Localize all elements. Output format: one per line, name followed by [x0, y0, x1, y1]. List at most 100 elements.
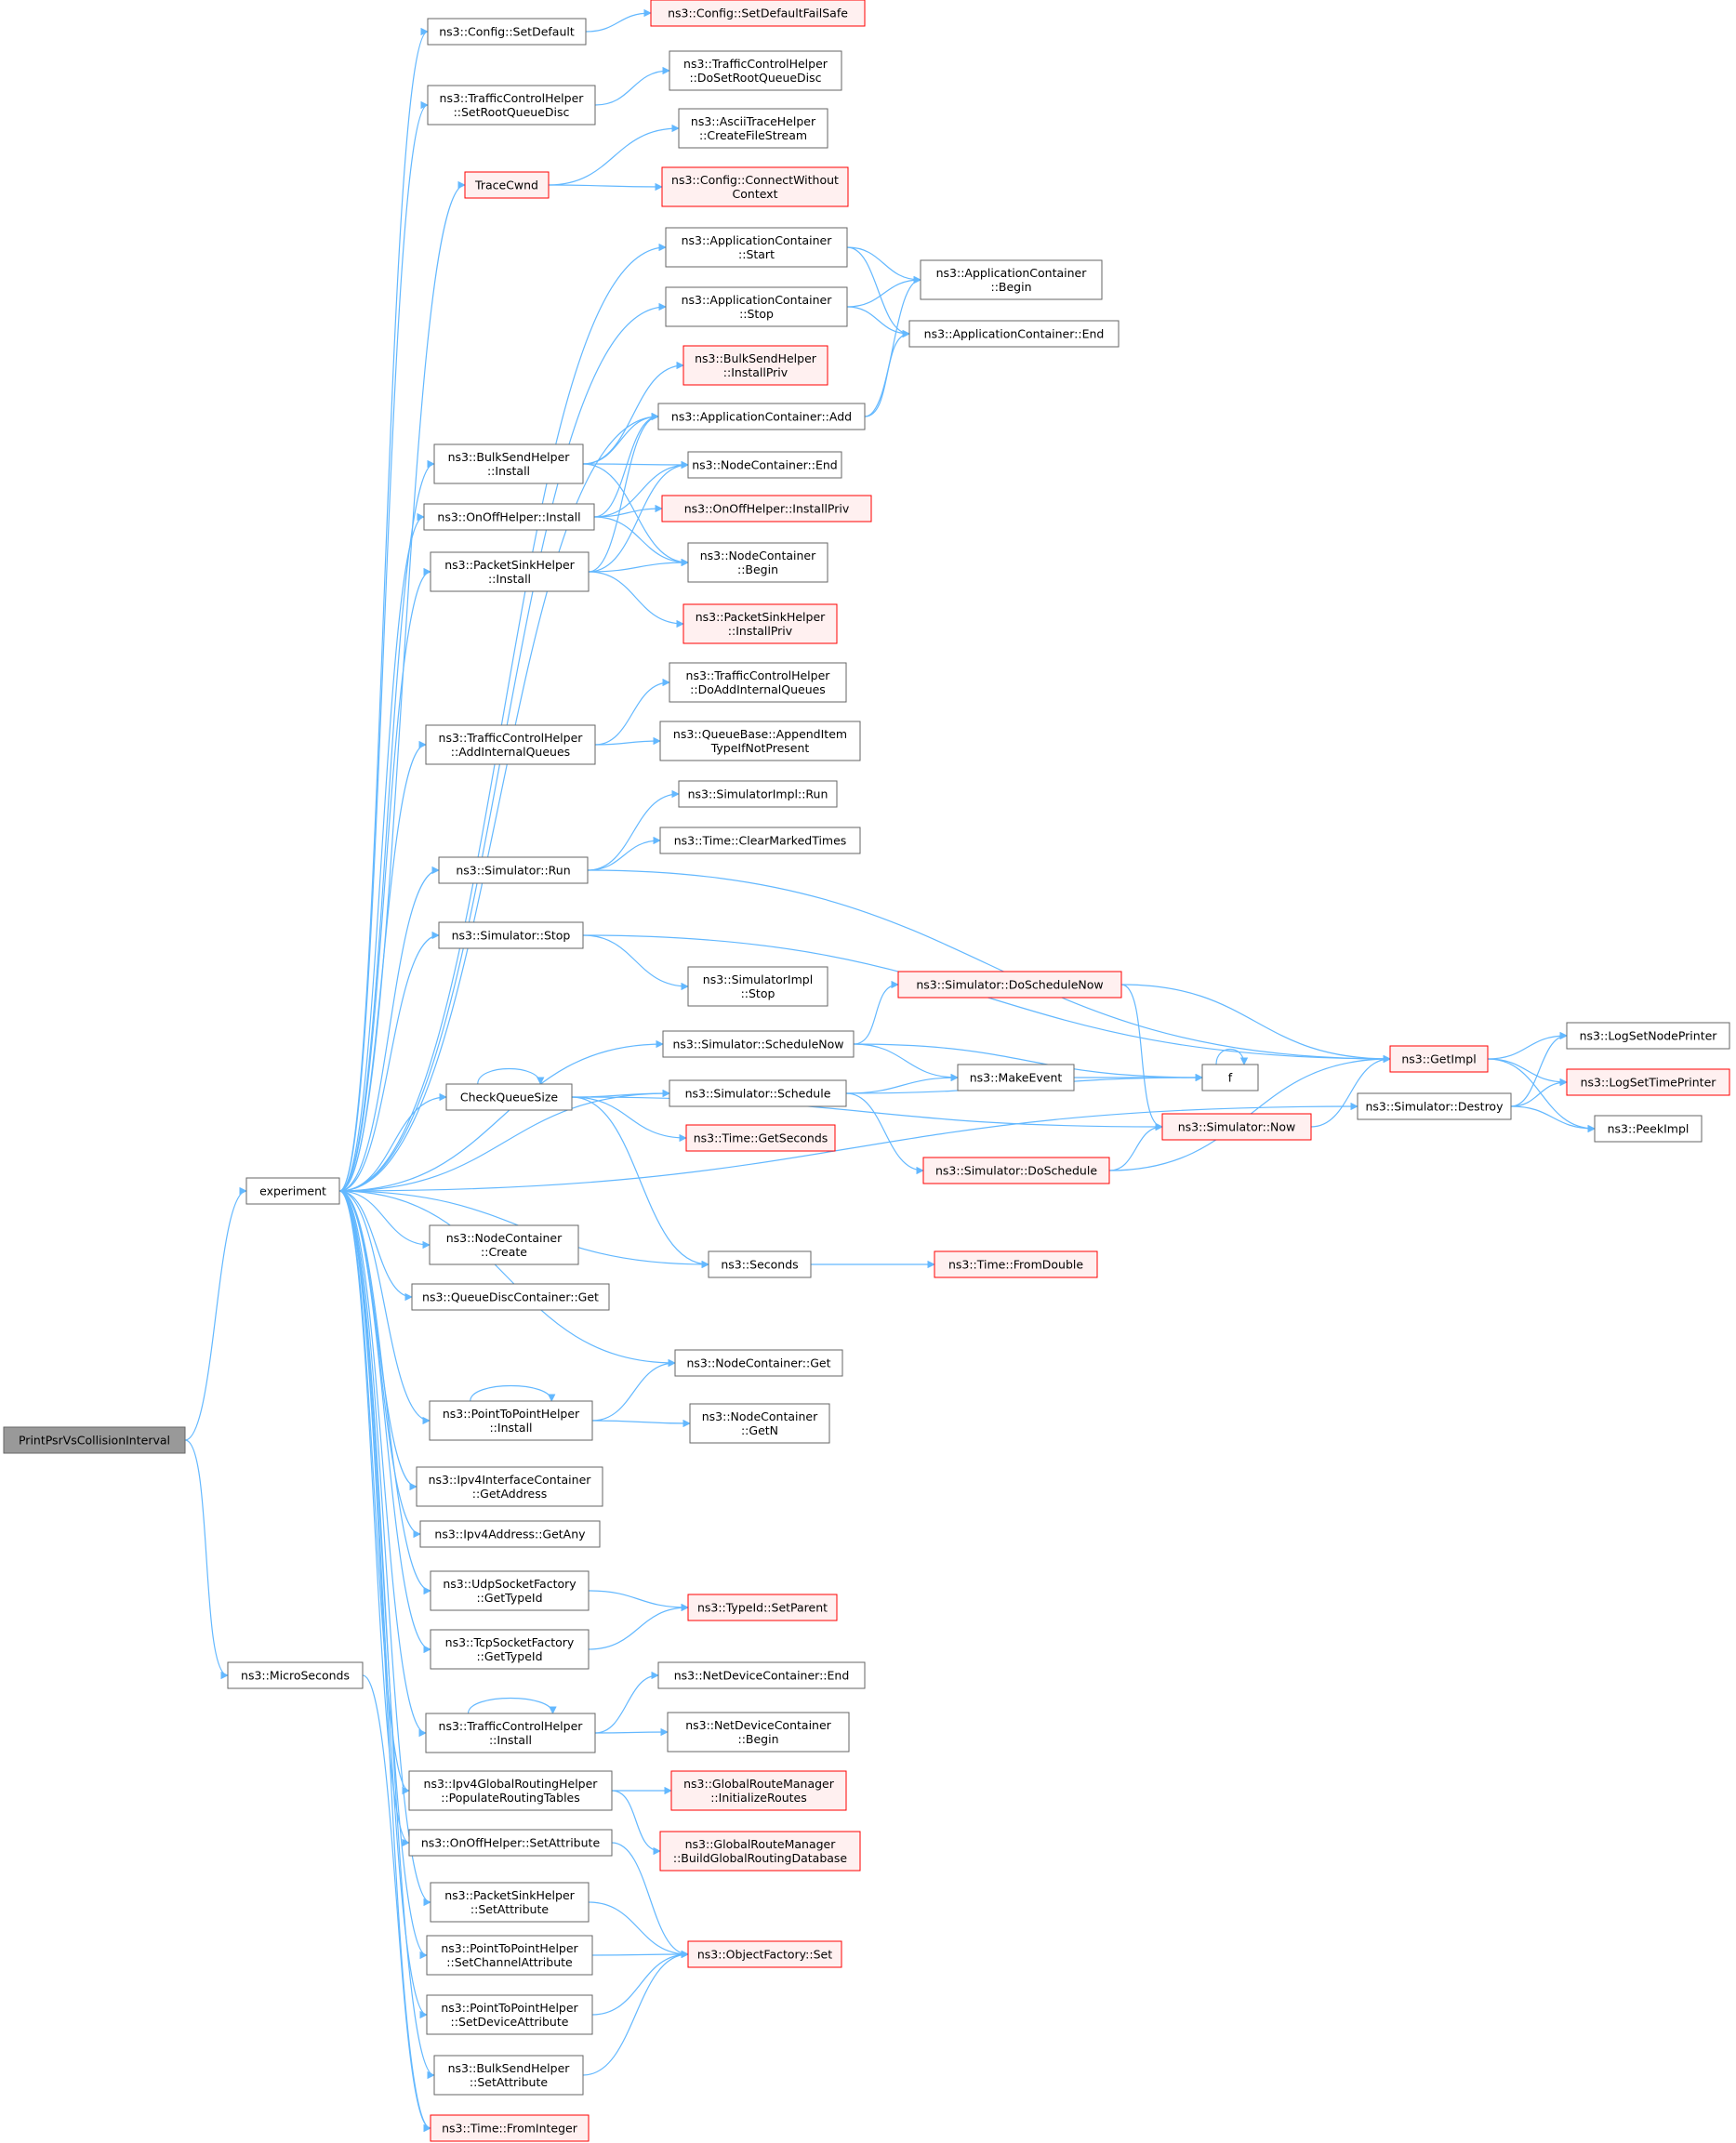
node-sim-doschednow[interactable]: ns3::Simulator::DoScheduleNow: [897, 971, 1122, 999]
node-nc-end[interactable]: ns3::NodeContainer::End: [687, 451, 842, 479]
node-label: ns3::LogSetTimePrinter: [1581, 1076, 1717, 1090]
node-tracecwnd[interactable]: TraceCwnd: [464, 171, 550, 199]
node-ac-end[interactable]: ns3::ApplicationContainer::End: [908, 320, 1120, 348]
node-nc-get[interactable]: ns3::NodeContainer::Get: [674, 1349, 843, 1377]
node-tch-setrootqd[interactable]: ns3::TrafficControlHelper::SetRootQueueD…: [427, 85, 596, 126]
node-grm-initroutes[interactable]: ns3::GlobalRouteManager::InitializeRoute…: [670, 1770, 847, 1811]
node-ac-add[interactable]: ns3::ApplicationContainer::Add: [657, 403, 866, 430]
edge-experiment-to-nc_create: [338, 1190, 431, 1250]
edge-cfg_setdefault-to-cfg_setdefaultfailsafe: [585, 8, 652, 33]
node-nc-begin[interactable]: ns3::NodeContainer::Begin: [687, 542, 828, 583]
node-box: [662, 1030, 855, 1058]
node-logsettimeprinter[interactable]: ns3::LogSetTimePrinter: [1566, 1068, 1730, 1096]
node-qdc-get[interactable]: ns3::QueueDiscContainer::Get: [411, 1283, 610, 1311]
node-sim-destroy[interactable]: ns3::Simulator::Destroy: [1357, 1092, 1512, 1120]
node-nc-create[interactable]: ns3::NodeContainer::Create: [429, 1224, 579, 1265]
node-ac-start[interactable]: ns3::ApplicationContainer::Start: [665, 227, 848, 268]
node-cfg-setdefaultfailsafe[interactable]: ns3::Config::SetDefaultFailSafe: [650, 0, 866, 27]
node-tch-install[interactable]: ns3::TrafficControlHelper::Install: [425, 1713, 596, 1753]
node-ascii-cfs[interactable]: ns3::AsciiTraceHelper::CreateFileStream: [678, 108, 828, 149]
node-tch-doaddiq[interactable]: ns3::TrafficControlHelper::DoAddInternal…: [669, 662, 847, 703]
node-ndc-end[interactable]: ns3::NetDeviceContainer::End: [657, 1661, 866, 1689]
node-label: ns3::TcpSocketFactory: [445, 1635, 575, 1649]
node-label: ns3::PacketSinkHelper: [444, 1888, 575, 1902]
node-qb-append[interactable]: ns3::QueueBase::AppendItemTypeIfNotPrese…: [659, 721, 861, 761]
node-nc-getn[interactable]: ns3::NodeContainer::GetN: [689, 1403, 830, 1444]
node-experiment[interactable]: experiment: [245, 1177, 340, 1205]
node-psh-installpriv[interactable]: ns3::PacketSinkHelper::InstallPriv: [682, 603, 838, 644]
node-tch-addiq[interactable]: ns3::TrafficControlHelper::AddInternalQu…: [425, 724, 596, 765]
node-time-getseconds[interactable]: ns3::Time::GetSeconds: [685, 1124, 836, 1152]
node-ipv4ic-getaddr[interactable]: ns3::Ipv4InterfaceContainer::GetAddress: [416, 1466, 603, 1507]
node-box: [908, 320, 1120, 348]
node-getimpl[interactable]: ns3::GetImpl: [1389, 1045, 1489, 1073]
node-ac-begin[interactable]: ns3::ApplicationContainer::Begin: [920, 259, 1103, 300]
node-label: ns3::Ipv4GlobalRoutingHelper: [424, 1777, 599, 1791]
node-simimpl-run[interactable]: ns3::SimulatorImpl::Run: [678, 780, 838, 808]
edge-experiment-to-time_fromint: [338, 1190, 431, 2133]
node-time-fromdouble[interactable]: ns3::Time::FromDouble: [934, 1250, 1098, 1278]
node-box: [425, 1713, 596, 1753]
node-sim-stop[interactable]: ns3::Simulator::Stop: [438, 921, 584, 949]
node-bsh-install[interactable]: ns3::BulkSendHelper::Install: [433, 443, 584, 484]
node-logsetnodeprinter[interactable]: ns3::LogSetNodePrinter: [1566, 1022, 1730, 1050]
node-box: [427, 85, 596, 126]
edge-sim_run-to-time_clear: [587, 836, 661, 871]
node-box: [445, 1083, 573, 1111]
node-time-fromint[interactable]: ns3::Time::FromInteger: [430, 2114, 590, 2142]
node-simimpl-stop[interactable]: ns3::SimulatorImpl::Stop: [687, 966, 828, 1007]
node-tch-dosetrootqd[interactable]: ns3::TrafficControlHelper::DoSetRootQueu…: [669, 50, 842, 91]
node-f[interactable]: f: [1201, 1064, 1259, 1091]
node-psh-install[interactable]: ns3::PacketSinkHelper::Install: [430, 551, 590, 592]
node-p2p-setchattr[interactable]: ns3::PointToPointHelper::SetChannelAttri…: [426, 1935, 593, 1976]
node-sim-schedule[interactable]: ns3::Simulator::Schedule: [669, 1079, 847, 1107]
node-ooh-setattr[interactable]: ns3::OnOffHelper::SetAttribute: [408, 1829, 613, 1857]
node-seconds[interactable]: ns3::Seconds: [708, 1250, 812, 1278]
node-p2p-setdevattr[interactable]: ns3::PointToPointHelper::SetDeviceAttrib…: [426, 1994, 593, 2035]
edge-experiment-to-psh_install: [338, 567, 431, 1192]
node-of-set[interactable]: ns3::ObjectFactory::Set: [687, 1940, 842, 1968]
node-label: ns3::TrafficControlHelper: [439, 1719, 584, 1733]
node-ndc-begin[interactable]: ns3::NetDeviceContainer::Begin: [667, 1712, 850, 1753]
node-checkqueuesize[interactable]: CheckQueueSize: [445, 1083, 573, 1111]
node-typeid-setparent[interactable]: ns3::TypeId::SetParent: [687, 1594, 838, 1621]
node-sim-schednow[interactable]: ns3::Simulator::ScheduleNow: [662, 1030, 855, 1058]
node-udpsf-gettypeid[interactable]: ns3::UdpSocketFactory::GetTypeId: [430, 1570, 590, 1611]
node-ipv4grh-prt[interactable]: ns3::Ipv4GlobalRoutingHelper::PopulateRo…: [408, 1770, 613, 1811]
node-root[interactable]: PrintPsrVsCollisionInterval: [3, 1426, 186, 1454]
node-tcpsf-gettypeid[interactable]: ns3::TcpSocketFactory::GetTypeId: [430, 1629, 590, 1670]
node-sim-dosched[interactable]: ns3::Simulator::DoSchedule: [922, 1157, 1110, 1184]
node-ooh-install[interactable]: ns3::OnOffHelper::Install: [423, 503, 595, 531]
edge-f-to-f: [1215, 1049, 1249, 1065]
node-box: [650, 0, 866, 27]
node-bsh-installpriv[interactable]: ns3::BulkSendHelper::InstallPriv: [682, 345, 828, 386]
node-makeevent[interactable]: ns3::MakeEvent: [957, 1064, 1075, 1091]
node-ac-stop[interactable]: ns3::ApplicationContainer::Stop: [665, 286, 848, 327]
node-peekimpl[interactable]: ns3::PeekImpl: [1594, 1115, 1703, 1143]
node-box: [416, 1466, 603, 1507]
node-label: ::Install: [487, 464, 530, 478]
node-p2p-install[interactable]: ns3::PointToPointHelper::Install: [429, 1400, 593, 1441]
edge-sim_destroy-to-logsettimeprinter: [1510, 1078, 1568, 1107]
node-psh-setattr[interactable]: ns3::PacketSinkHelper::SetAttribute: [430, 1882, 590, 1923]
node-box: [665, 286, 848, 327]
node-label: ns3::Simulator::DoSchedule: [935, 1164, 1097, 1178]
edge-psh_setattr-to-of_set: [588, 1901, 689, 1959]
node-sim-now[interactable]: ns3::Simulator::Now: [1161, 1113, 1312, 1141]
node-microseconds[interactable]: ns3::MicroSeconds: [227, 1661, 364, 1689]
node-ipv4addr-getany[interactable]: ns3::Ipv4Address::GetAny: [419, 1520, 601, 1548]
node-time-clear[interactable]: ns3::Time::ClearMarkedTimes: [659, 827, 861, 854]
node-ooh-installpriv[interactable]: ns3::OnOffHelper::InstallPriv: [661, 495, 872, 523]
node-label: ns3::NetDeviceContainer: [685, 1718, 831, 1732]
node-label: ns3::PacketSinkHelper: [444, 558, 575, 572]
node-box: [669, 662, 847, 703]
node-bsh-setattr[interactable]: ns3::BulkSendHelper::SetAttribute: [433, 2055, 584, 2096]
node-label: ns3::Time::FromInteger: [442, 2122, 578, 2136]
node-cfg-setdefault[interactable]: ns3::Config::SetDefault: [427, 18, 587, 46]
node-label: ns3::OnOffHelper::Install: [437, 510, 580, 524]
node-sim-run[interactable]: ns3::Simulator::Run: [438, 856, 589, 884]
node-box: [920, 259, 1103, 300]
node-grm-buildgrd[interactable]: ns3::GlobalRouteManager::BuildGlobalRout…: [659, 1831, 861, 1872]
node-label: ::CreateFileStream: [699, 128, 807, 142]
